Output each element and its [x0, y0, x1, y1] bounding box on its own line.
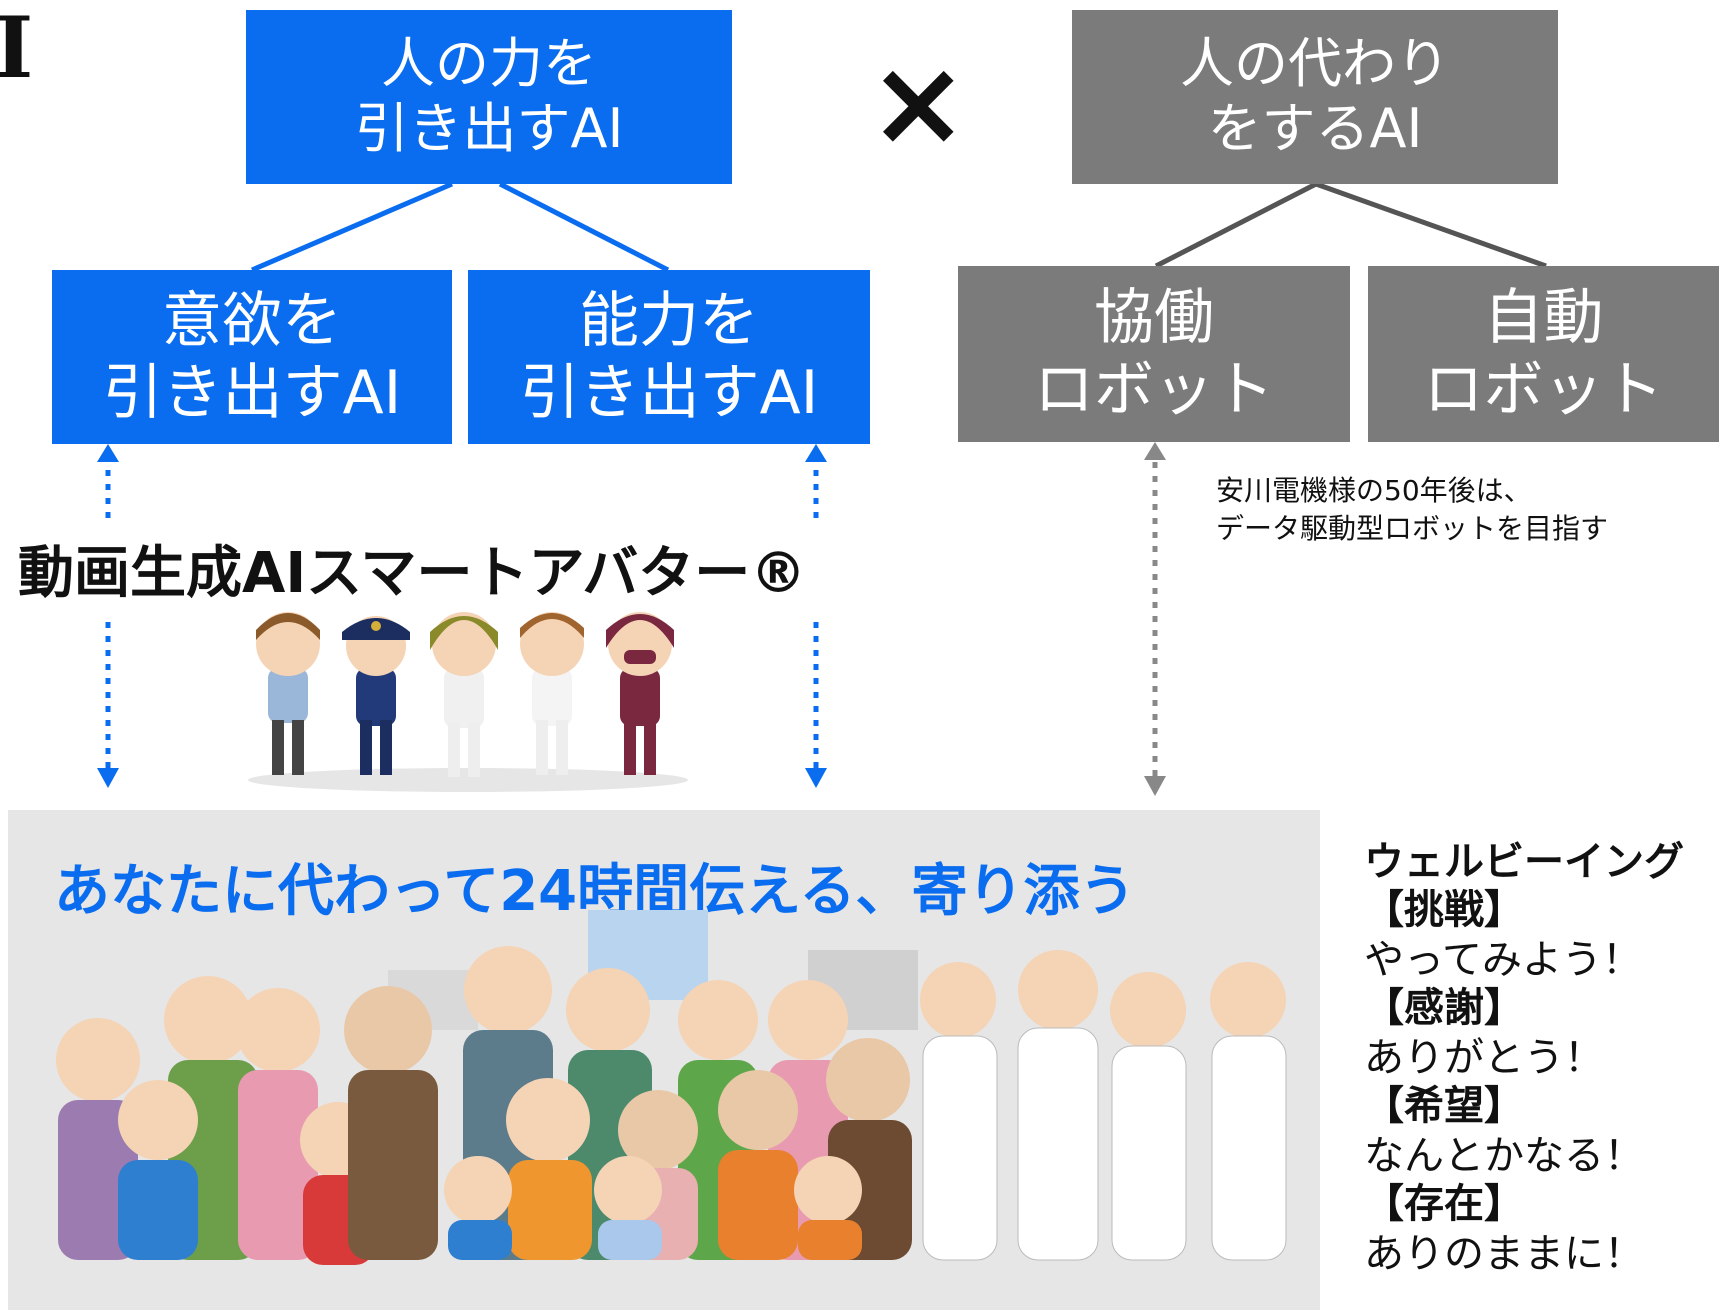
yaskawa-note-line1: 安川電機様の50年後は、	[1216, 474, 1532, 507]
automatic-robot-box: 自動 ロボット	[1368, 266, 1719, 442]
top-right-box-line2: をするAI	[1207, 97, 1423, 160]
arrow-right-down-head	[805, 768, 827, 788]
avatar-4	[520, 612, 584, 775]
tree-line-left-b	[498, 181, 670, 273]
wellbeing-text-1: やってみよう！	[1364, 937, 1642, 983]
wellbeing-panel: ウェルビーイング 【挑戦】 やってみよう！ 【感謝】 ありがとう！ 【希望】 な…	[1364, 842, 1716, 1274]
ability-ai-line1: 能力を	[579, 286, 759, 356]
motivation-ai-line2: 引き出すAI	[102, 358, 402, 428]
cross-symbol: ×	[868, 34, 969, 173]
avatar-3	[430, 612, 498, 777]
arrow-left-up-head	[97, 444, 119, 462]
arrow-gray-down-head	[1144, 776, 1166, 796]
wellbeing-heading-3: 【希望】	[1364, 1083, 1524, 1129]
cooperative-robot-line2: ロボット	[1034, 355, 1274, 425]
top-right-box-line1: 人の代わり	[1180, 32, 1450, 96]
tree-line-right-a	[1154, 181, 1318, 269]
ability-ai-line2: 引き出すAI	[519, 358, 819, 428]
automatic-robot-line2: ロボット	[1423, 355, 1664, 425]
avatar-1	[256, 612, 320, 775]
avatar-illustration	[248, 612, 688, 792]
arrow-left-down-head	[97, 768, 119, 788]
arrow-right-up-head	[805, 444, 827, 462]
motivation-ai-line1: 意欲を	[162, 286, 342, 356]
crowd-people	[56, 946, 1287, 1265]
cooperative-robot-line1: 協働	[1094, 283, 1214, 353]
arrow-gray-up-head	[1144, 442, 1166, 460]
top-left-box: 人の力を 引き出すAI	[246, 10, 732, 184]
wellbeing-heading-4: 【存在】	[1364, 1181, 1524, 1227]
cooperative-robot-box: 協働 ロボット	[958, 266, 1350, 442]
automatic-robot-line1: 自動	[1483, 283, 1604, 353]
top-right-box: 人の代わり をするAI	[1072, 10, 1558, 184]
corner-letter: I	[0, 0, 34, 97]
wellbeing-text-3: なんとかなる！	[1364, 1133, 1644, 1179]
wellbeing-title: ウェルビーイング	[1364, 839, 1684, 885]
top-left-box-line1: 人の力を	[381, 32, 597, 96]
avatar-5	[606, 612, 674, 775]
wellbeing-text-4: ありのままに！	[1364, 1231, 1644, 1277]
avatar-2	[342, 616, 410, 775]
wellbeing-heading-1: 【挑戦】	[1364, 887, 1524, 933]
ability-ai-box: 能力を 引き出すAI	[468, 270, 870, 444]
wellbeing-text-2: ありがとう！	[1364, 1035, 1604, 1081]
motivation-ai-box: 意欲を 引き出すAI	[52, 270, 452, 444]
tree-line-right-b	[1315, 181, 1547, 269]
yaskawa-note: 安川電機様の50年後は、 データ駆動型ロボットを目指す	[1216, 472, 1608, 548]
avatar-title: 動画生成AIスマートアバター®	[18, 541, 807, 606]
tree-line-left-a	[251, 181, 453, 273]
wellbeing-heading-2: 【感謝】	[1364, 985, 1524, 1031]
top-left-box-line2: 引き出すAI	[354, 97, 624, 160]
crowd-illustration	[56, 910, 1287, 1265]
yaskawa-note-line2: データ駆動型ロボットを目指す	[1216, 511, 1609, 545]
